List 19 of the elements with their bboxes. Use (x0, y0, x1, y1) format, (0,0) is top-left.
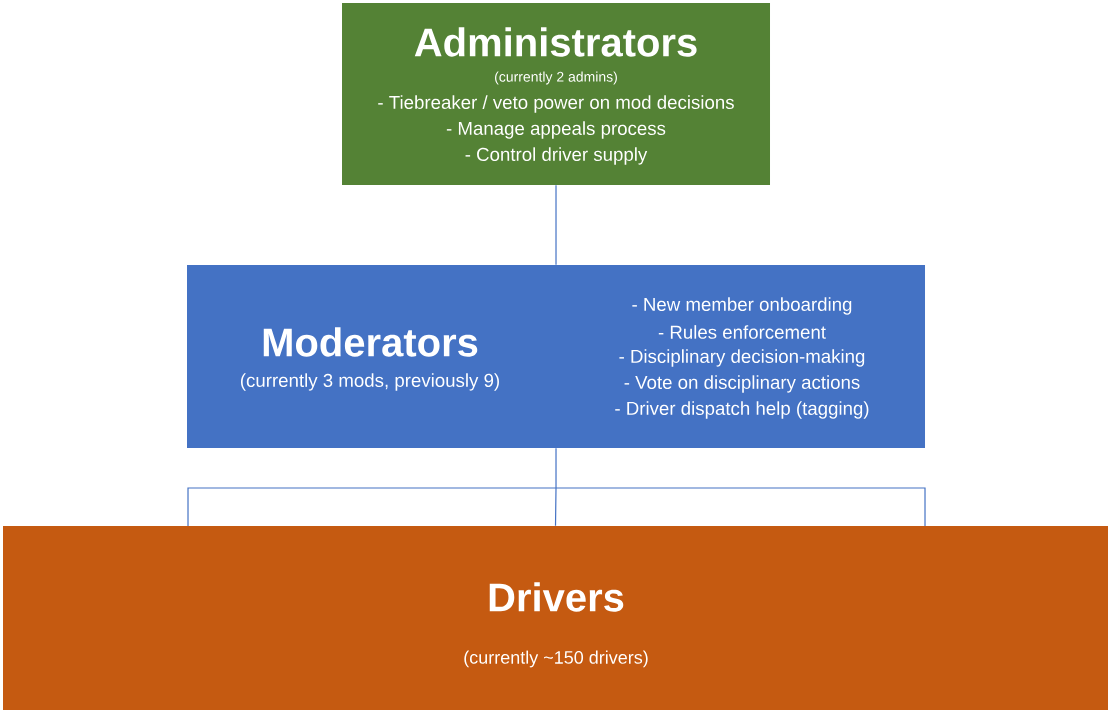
box-title: Drivers (489, 582, 624, 612)
connector-line (187, 447, 926, 527)
bullet-text: - Manage appeals process (446, 121, 666, 139)
bullet-text: - Rules enforcement (658, 325, 826, 339)
connector-line (555, 184, 557, 266)
bullet-text: - Driver dispatch help (tagging) (615, 401, 869, 419)
bullet-text: - Tiebreaker / veto power on mod decisions (378, 95, 734, 113)
box-title: Administrators (414, 27, 697, 57)
box-subtitle: (currently 3 mods, previously 9) (240, 373, 499, 391)
role-box (187, 265, 925, 448)
bullet-text: - Control driver supply (465, 147, 648, 165)
role-box (3, 526, 1108, 710)
box-subtitle: (currently ~150 drivers) (464, 650, 648, 668)
bullet-text: - New member onboarding (632, 297, 852, 315)
box-title: Moderators (263, 327, 478, 357)
role-box (342, 3, 770, 185)
bullet-text: - Vote on disciplinary actions (624, 375, 860, 393)
box-subtitle: (currently 2 admins) (495, 71, 617, 85)
bullet-text: - Disciplinary decision-making (619, 349, 865, 367)
